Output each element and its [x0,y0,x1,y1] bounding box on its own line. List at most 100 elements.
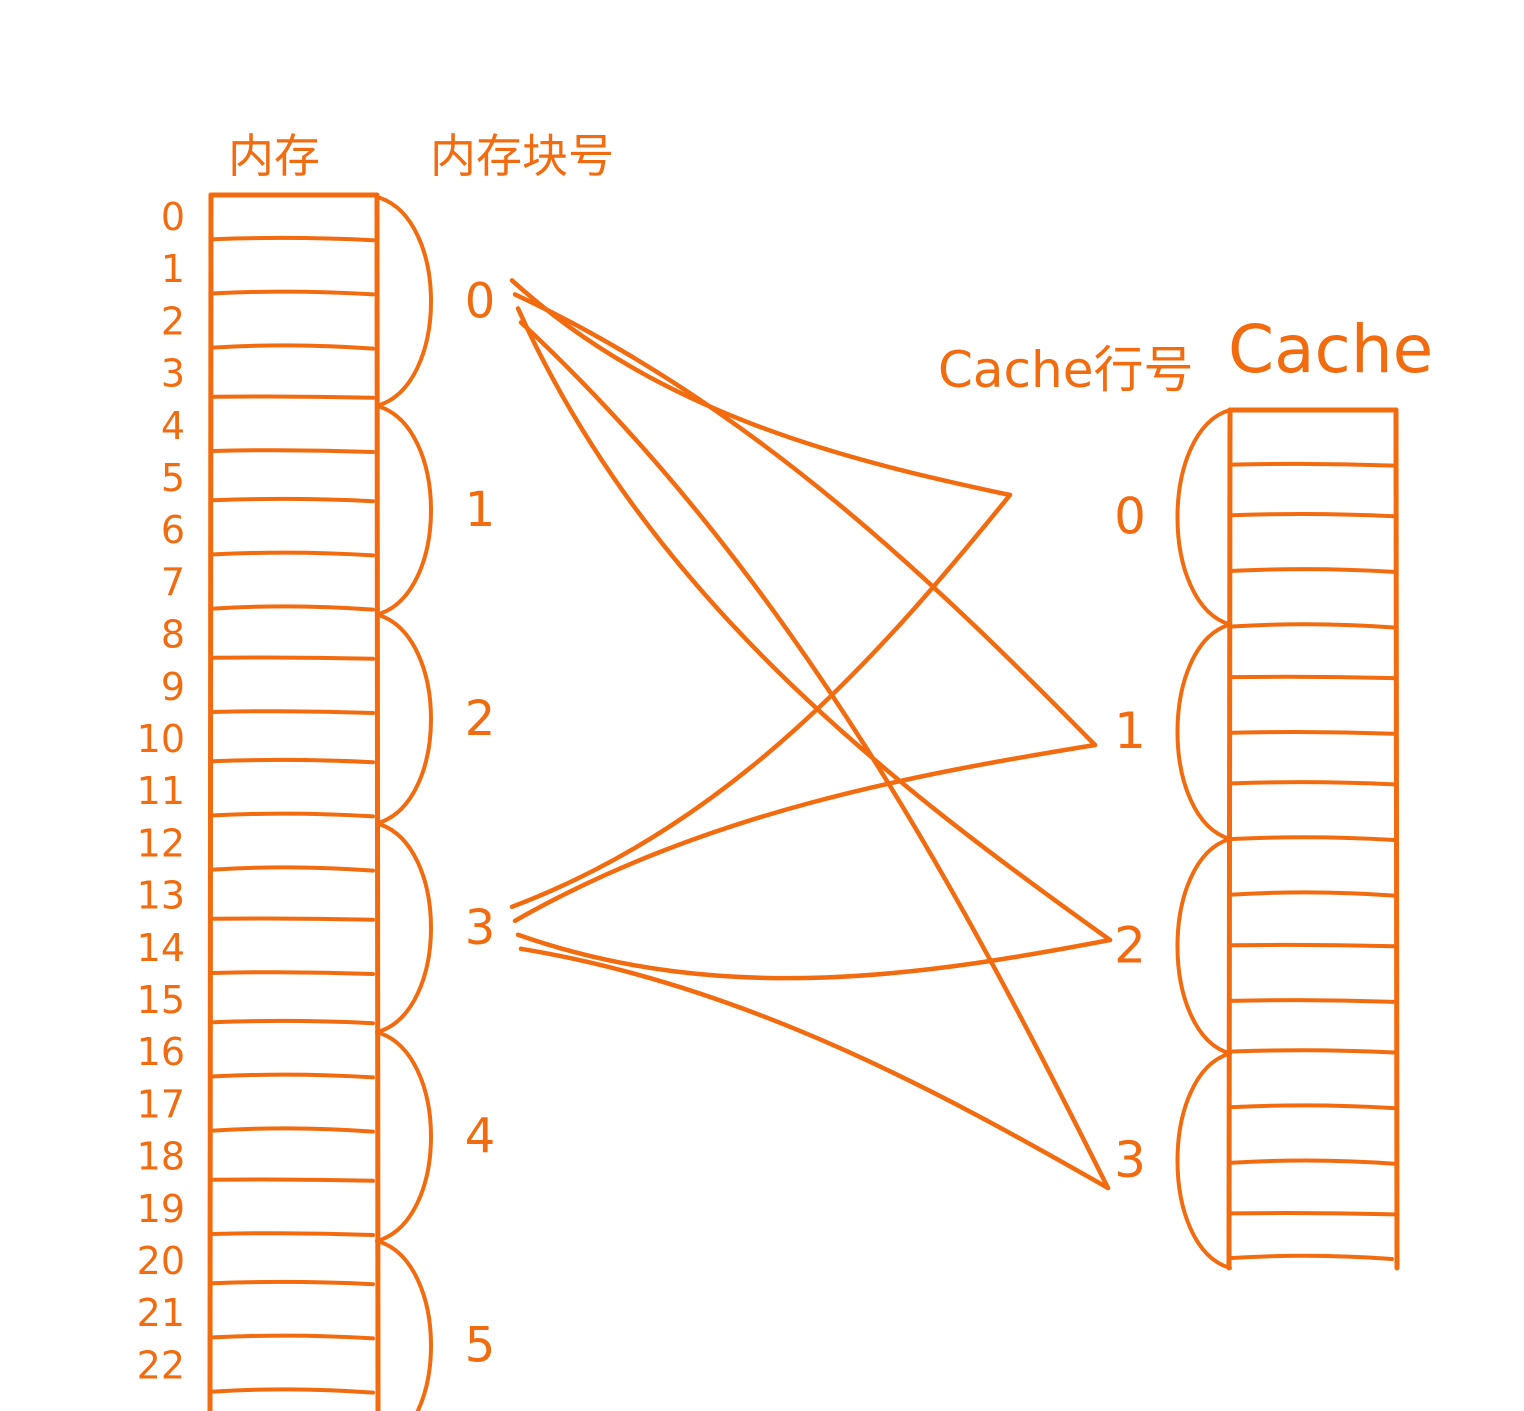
memory-address-label: 10 [137,717,185,761]
memory-cell-divider [211,1018,375,1026]
memory-address-label: 21 [137,1291,185,1335]
mapping-line-block-0-to-line-1 [512,292,1098,748]
cache-line-brace [1175,837,1232,1056]
memory-address-label: 12 [137,821,185,865]
cache-cell-divider [1230,674,1396,681]
cache-cell-divider [1230,998,1396,1004]
cache-cell-divider [1230,1158,1396,1166]
cache-right-edge [1393,407,1400,1271]
memory-cell-divider [211,811,375,819]
mapping-line-block-0-to-line-2 [515,306,1113,943]
memory-right-edge [374,192,381,1411]
memory-cell-divider [211,550,375,558]
memory-address-label: 5 [161,456,185,500]
memory-cell-divider [211,970,375,976]
mapping-line-block-3-to-line-2 [515,932,1113,981]
cache-line-brace [1175,1051,1232,1270]
memory-address-label: 6 [161,508,185,552]
cache-line-title: Cache行号 [938,341,1194,399]
memory-address-label: 13 [137,874,185,918]
memory-cell-divider [211,343,375,351]
mapping-line-block-3-to-line-3 [518,946,1111,1191]
memory-column: 0123456789101112131415161718192021220123… [137,192,496,1411]
memory-address-label: 3 [161,352,185,396]
memory-block-brace [375,1239,433,1411]
mapping-lines [509,278,1113,1191]
memory-cell-divider [211,235,375,243]
memory-block-brace [375,403,433,617]
mapping-line-block-0-to-line-0 [509,278,1013,498]
memory-block-brace [375,1030,433,1243]
memory-address-label: 20 [137,1239,185,1283]
memory-block-brace [375,612,433,826]
memory-cell-divider [211,1072,375,1080]
memory-left-edge [207,192,214,1411]
memory-cell-divider [211,709,375,715]
memory-cell-divider [211,394,375,400]
cache-line-brace [1175,408,1232,627]
memory-address-label: 17 [137,1082,185,1126]
cache-cell-divider [1230,942,1396,949]
cache-cell-divider [1230,1253,1394,1261]
cache-cell-divider [1230,622,1396,630]
mapping-line-block-3-to-line-1 [512,742,1098,924]
memory-address-label: 16 [137,1030,185,1074]
memory-address-label: 4 [161,404,185,448]
memory-cell-divider [211,1231,375,1237]
memory-block-number: 4 [465,1109,496,1165]
memory-address-label: 14 [137,926,185,970]
mapping-line-block-3-to-line-0 [509,492,1013,910]
memory-cell-divider [211,916,375,922]
cache-line-number: 2 [1114,916,1146,974]
cache-line-brace [1175,622,1232,841]
cache-cell-divider [1230,1103,1396,1111]
cache-cell-divider [1230,1048,1396,1055]
memory-address-label: 8 [161,613,185,657]
cache-cell-divider [1230,461,1396,468]
memory-cell-divider [211,1387,375,1395]
memory-cell-divider [211,604,375,612]
memory-block-number: 2 [465,691,496,747]
memory-cell-divider [211,1177,375,1183]
memory-block-number: 5 [465,1317,496,1373]
memory-cell-divider [211,655,375,661]
cache-cell-divider [1230,729,1396,736]
memory-block-number: 1 [465,482,496,538]
memory-cell-divider [211,1126,375,1134]
memory-address-label: 11 [137,769,185,813]
mapping-line-block-0-to-line-3 [518,320,1111,1191]
memory-block-number: 3 [465,900,496,956]
memory-address-label: 9 [161,665,185,709]
cache-line-number: 3 [1114,1131,1146,1189]
memory-block-number: 0 [465,273,496,329]
memory-block-brace [375,821,433,1035]
memory-address-label: 19 [137,1187,185,1231]
cache-cell-divider [1230,890,1396,898]
cache-cell-divider [1230,567,1396,574]
cache-cell-divider [1230,511,1396,519]
memory-block-title: 内存块号 [430,129,614,183]
memory-cell-divider [211,757,375,765]
cache-title: Cache [1228,311,1433,388]
cache-cell-divider [1230,835,1396,842]
memory-cell-divider [211,1333,375,1341]
memory-address-label: 22 [137,1343,185,1387]
cache-cell-divider [1230,780,1396,787]
memory-cell-divider [211,1279,375,1287]
memory-address-label: 18 [137,1135,185,1179]
memory-block-brace [375,195,433,408]
memory-address-label: 1 [161,247,185,291]
cache-cell-divider [1230,1211,1396,1217]
memory-address-label: 15 [137,978,185,1022]
memory-address-label: 2 [161,299,185,343]
memory-address-label: 7 [161,560,185,604]
memory-title: 内存 [228,129,320,183]
memory-cell-divider [211,289,375,297]
memory-cell-divider [211,865,375,873]
cache-line-number: 0 [1114,487,1146,545]
memory-cell-divider [211,448,375,454]
memory-address-label: 0 [161,195,185,239]
labels-layer: 内存 内存块号 Cache行号 Cache [228,129,1433,399]
